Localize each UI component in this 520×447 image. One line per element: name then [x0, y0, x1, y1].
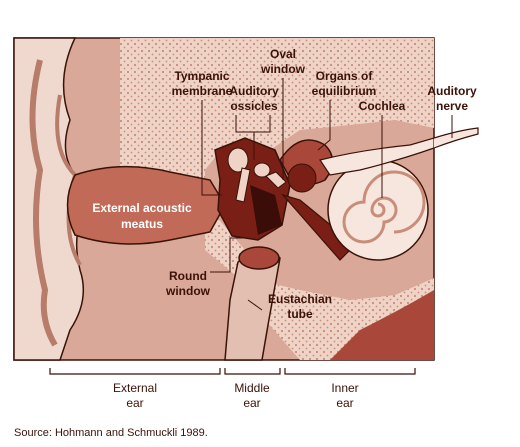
incus	[253, 162, 271, 178]
label-round-window-2: window	[165, 284, 211, 298]
label-eustachian-tube-2: tube	[287, 307, 313, 321]
region-external-ear-2: ear	[126, 396, 143, 410]
region-middle-ear-2: ear	[243, 396, 260, 410]
bracket-inner-ear	[284, 368, 416, 375]
semicircular-canal	[287, 163, 317, 193]
label-auditory-ossicles-2: ossicles	[230, 99, 278, 113]
region-middle-ear-1: Middle	[234, 381, 270, 395]
label-external-acoustic-meatus-2: meatus	[121, 217, 163, 231]
stapes	[265, 171, 287, 189]
auditory-nerve-ext	[433, 127, 479, 149]
leader-eustachian	[247, 299, 263, 311]
label-auditory-nerve-2: nerve	[436, 99, 468, 113]
leader-lines	[201, 78, 453, 311]
temporal-bone	[120, 38, 434, 360]
label-cochlea: Cochlea	[359, 99, 406, 113]
label-organs-of-equilibrium-2: equilibrium	[312, 84, 377, 98]
region-inner-ear-1: Inner	[331, 381, 358, 395]
leader-equilibrium	[317, 100, 331, 151]
source-caption: Source: Hohmann and Schmuckli 1989.	[14, 427, 208, 439]
lower-tissue	[330, 290, 434, 360]
label-oval-window-2: window	[260, 62, 306, 76]
region-external-ear-1: External	[113, 381, 157, 395]
ear-canal	[66, 165, 226, 245]
label-tympanic-membrane-2: membrane	[172, 84, 233, 98]
leader-round-window	[210, 237, 245, 273]
malleus-handle	[235, 167, 251, 203]
label-tympanic-membrane-1: Tympanic	[174, 69, 229, 83]
label-round-window-1: Round	[169, 269, 207, 283]
label-external-acoustic-meatus-1: External acoustic	[92, 201, 192, 215]
label-oval-window-1: Oval	[270, 47, 296, 61]
bracket-external-ear	[49, 368, 221, 375]
region-brackets	[49, 368, 416, 375]
eustachian-opening	[238, 246, 280, 270]
bracket-middle-ear	[224, 368, 281, 375]
leader-ossicles-bracket	[235, 115, 271, 133]
pinna-fold	[29, 59, 58, 347]
middle-ear-shadow	[250, 185, 282, 235]
malleus	[227, 147, 249, 173]
label-organs-of-equilibrium-1: Organs of	[316, 69, 374, 83]
label-auditory-nerve-1: Auditory	[427, 84, 477, 98]
cochlea-spiral	[342, 170, 426, 244]
label-eustachian-tube-1: Eustachian	[268, 292, 332, 306]
label-auditory-ossicles-1: Auditory	[229, 84, 279, 98]
leader-tympanic	[201, 100, 222, 196]
region-inner-ear-2: ear	[336, 396, 353, 410]
